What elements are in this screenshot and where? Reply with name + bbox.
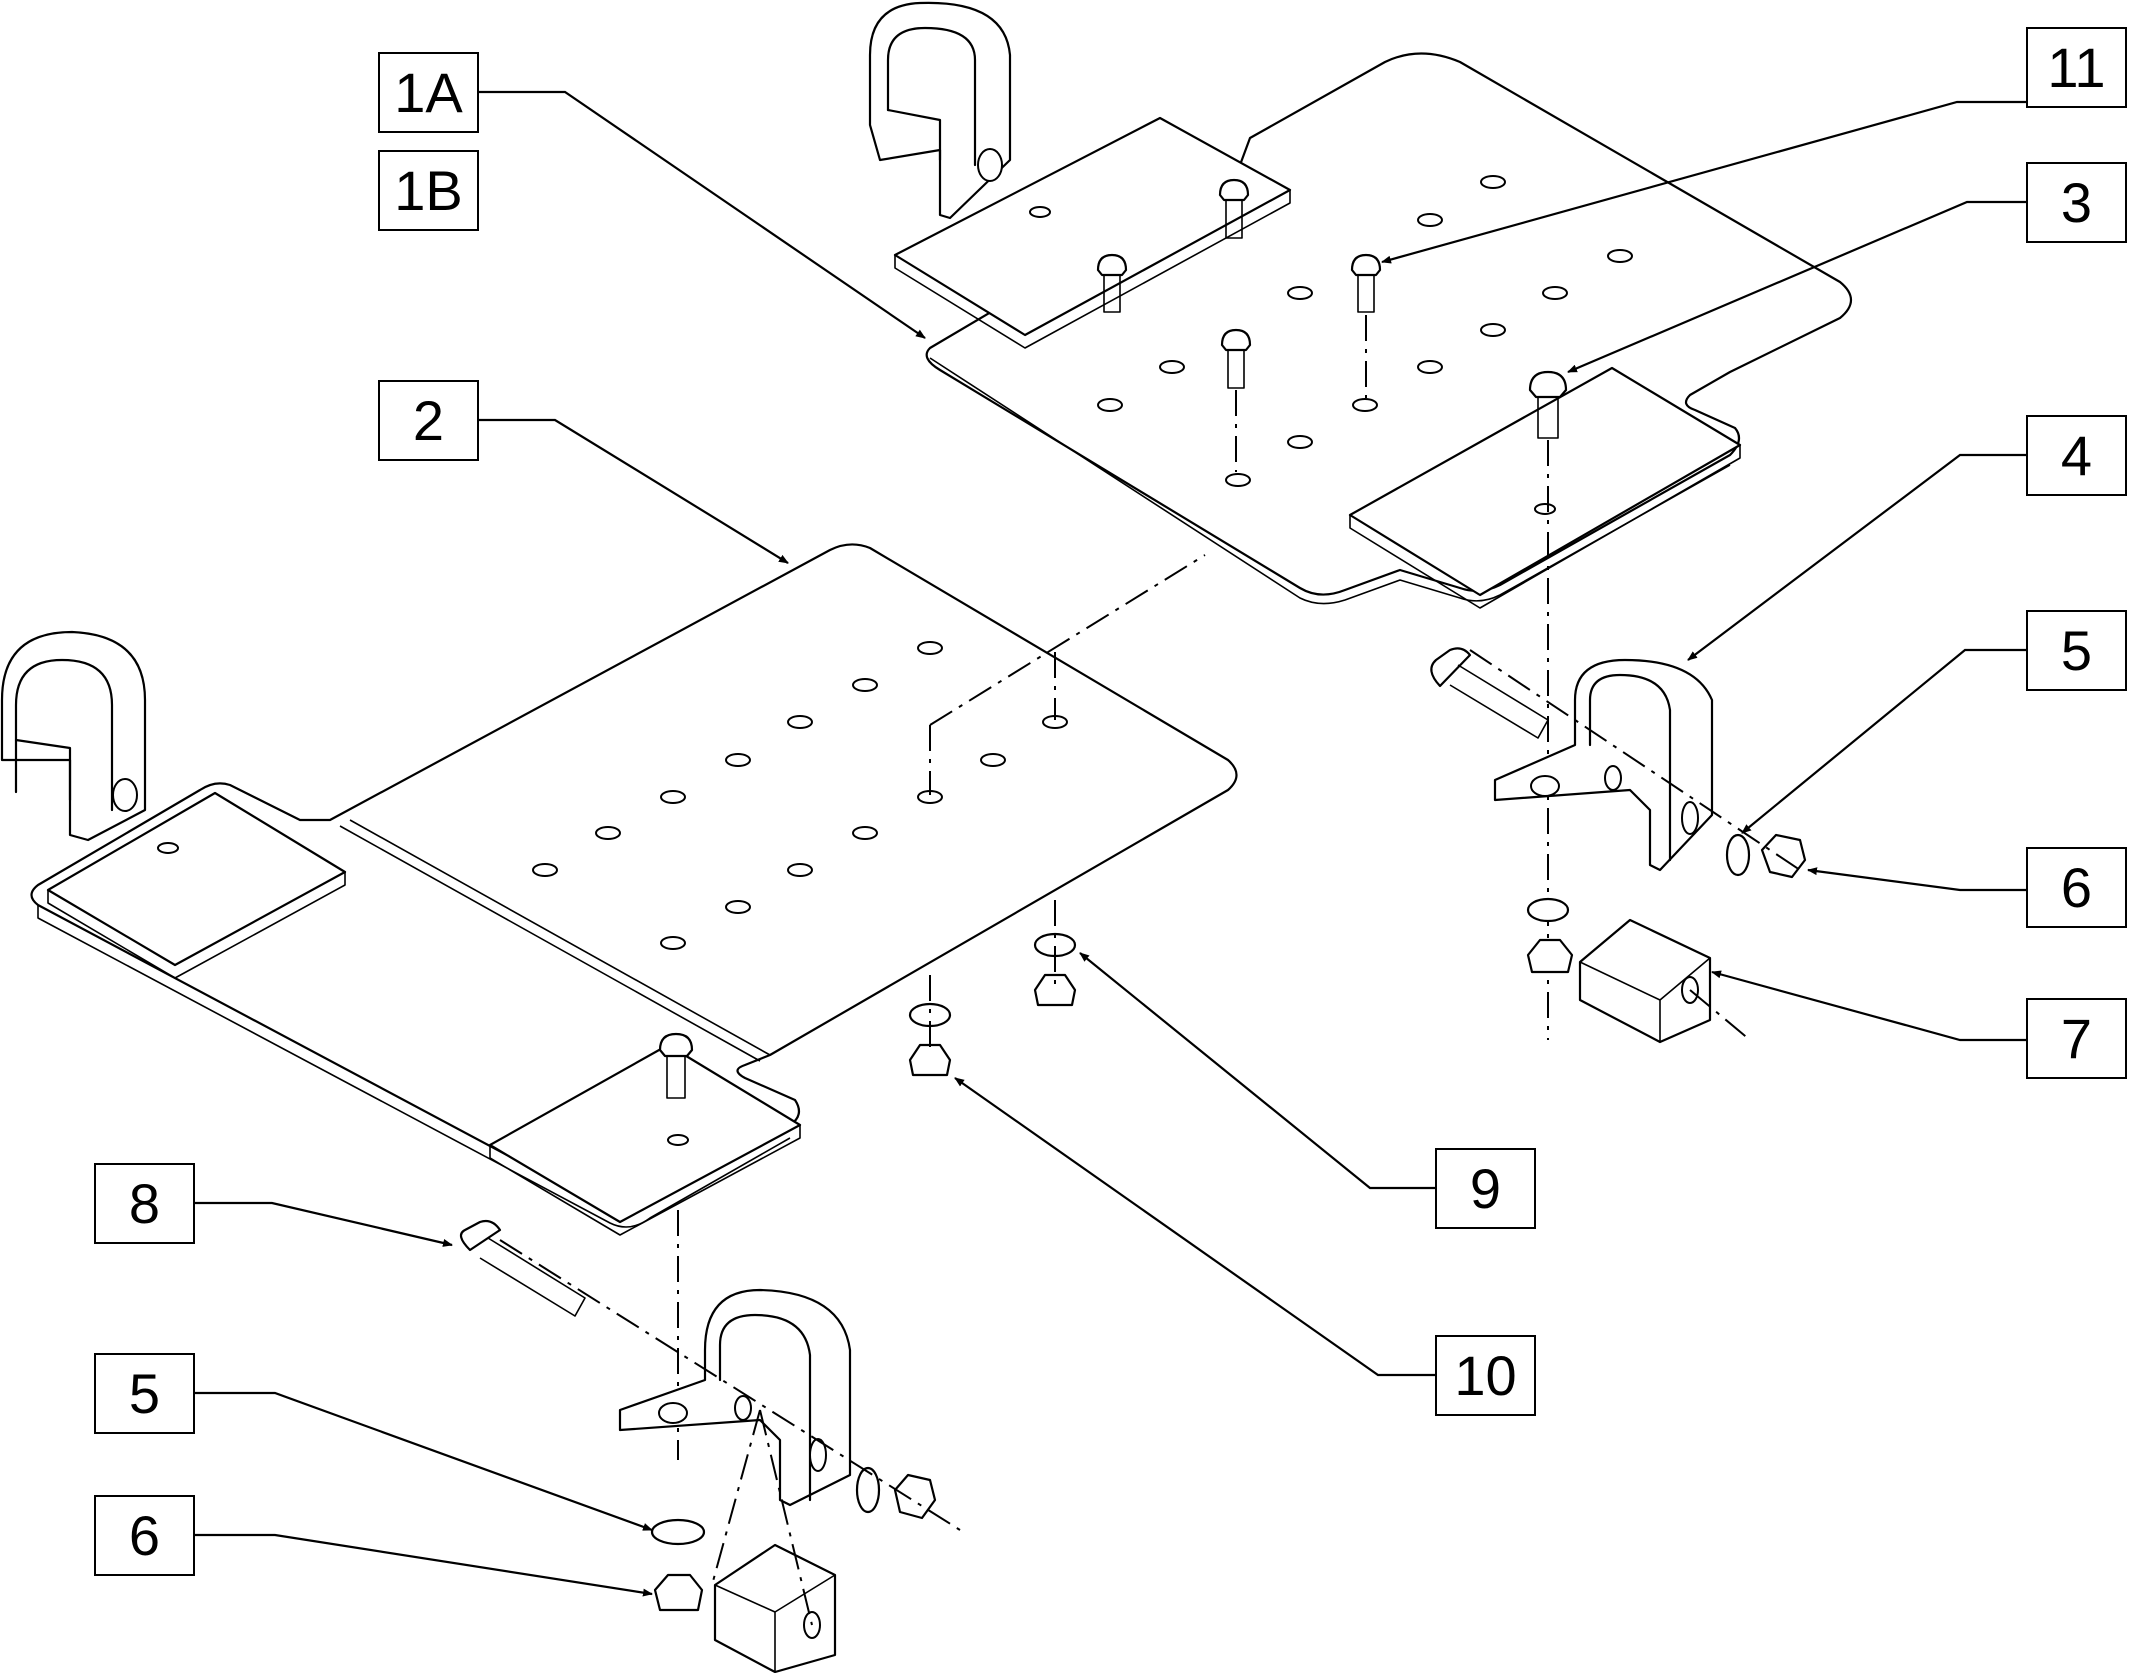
footplate-upper-holes	[1029, 175, 1633, 515]
callout-1a: 1A	[378, 52, 479, 133]
callout-9: 9	[1435, 1148, 1536, 1229]
footplate-upper	[868, 1, 1853, 1040]
hardware-right	[1430, 647, 1807, 1044]
screws-upper	[1096, 178, 1568, 439]
callout-6-upper: 6	[2026, 847, 2127, 928]
callout-7: 7	[2026, 998, 2127, 1079]
callout-6-lower: 6	[94, 1495, 195, 1576]
footplate-lower	[0, 543, 1238, 1460]
callout-2: 2	[378, 380, 479, 461]
callout-1b: 1B	[378, 150, 479, 231]
footplate-lower-holes	[157, 641, 1068, 1146]
callout-11: 11	[2026, 27, 2127, 108]
leader-lines	[195, 90, 2026, 1597]
callout-4: 4	[2026, 415, 2127, 496]
callout-10: 10	[1435, 1335, 1536, 1416]
callout-3: 3	[2026, 162, 2127, 243]
hardware-lower	[459, 900, 1077, 1673]
callout-5-lower: 5	[94, 1353, 195, 1434]
callout-8: 8	[94, 1163, 195, 1244]
callout-5-upper: 5	[2026, 610, 2127, 691]
